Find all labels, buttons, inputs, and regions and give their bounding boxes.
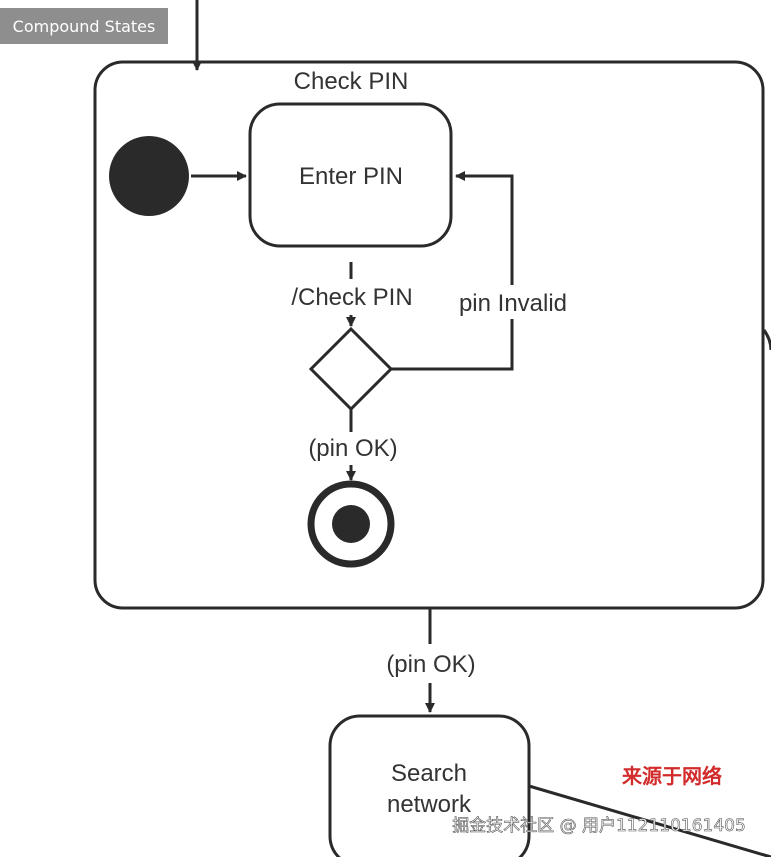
decision-node (308, 326, 394, 412)
source-note: 来源于网络 (621, 764, 722, 788)
initial-state (109, 136, 189, 216)
watermark: 掘金技术社区 @ 用户112110161405 (452, 816, 746, 836)
state-search-network[interactable] (328, 714, 531, 857)
pin-invalid-label-bg (450, 285, 575, 319)
compound-state-check-pin[interactable] (93, 60, 765, 610)
pin-invalid-transition (391, 171, 514, 371)
pin-invalid-label: pin Invalid (459, 290, 567, 317)
diagram-tag: Compound States (0, 8, 168, 44)
state-enter-pin-label: Enter PIN (299, 163, 403, 190)
pin-ok-outer-label: (pin OK) (386, 651, 475, 678)
state-search-network-label-line2: network (387, 791, 472, 818)
state-enter-pin[interactable] (248, 102, 453, 248)
state-search-network-label-line1: Search (391, 760, 467, 787)
check-pin-action-label: /Check PIN (291, 284, 412, 311)
pin-ok-inner-label: (pin OK) (308, 435, 397, 462)
compound-state-title: Check PIN (294, 68, 409, 95)
outgoing-transition-right (762, 329, 771, 351)
final-state-inner (332, 505, 370, 543)
outgoing-transition-bottom (528, 784, 771, 857)
